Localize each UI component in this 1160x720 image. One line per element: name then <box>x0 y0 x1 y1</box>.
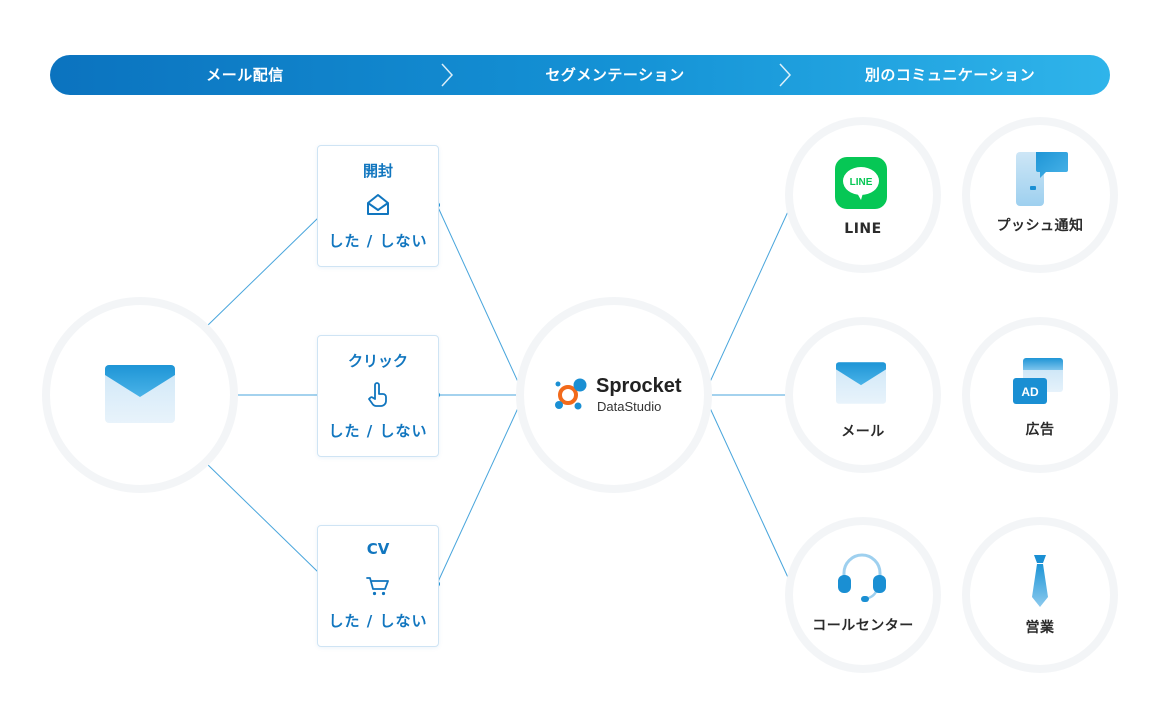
chevron-right-icon <box>779 63 792 87</box>
sprocket-logo-icon <box>555 378 587 410</box>
flow-banner: メール配信 セグメンテーション 別のコミュニケーション <box>50 55 1110 95</box>
ad-icon-text: AD <box>1021 385 1039 399</box>
line-icon-text: LINE <box>850 177 873 188</box>
push-notification-icon <box>1016 152 1068 206</box>
email-source-circle <box>50 305 230 485</box>
channel-line: LINE LINE <box>793 125 933 265</box>
ad-icon: AD <box>1013 358 1063 404</box>
hub-logo-subname: DataStudio <box>597 399 662 414</box>
channel-label: コールセンター <box>812 618 914 634</box>
mail-icon <box>836 362 886 404</box>
event-box-cv: CV した / しない <box>317 525 439 647</box>
channel-push: プッシュ通知 <box>970 125 1110 265</box>
channel-label: 営業 <box>1025 620 1055 636</box>
channel-call-center: コールセンター <box>793 525 933 665</box>
stage-other-communication: 別のコミュニケーション <box>864 66 1036 84</box>
necktie-icon <box>1032 555 1048 607</box>
channel-label: 広告 <box>1025 422 1055 438</box>
chevron-right-icon <box>441 63 454 87</box>
event-box-click: クリック した / しない <box>317 335 439 457</box>
event-title: クリック <box>347 352 408 370</box>
headset-icon <box>838 553 886 602</box>
hub-circle <box>524 305 704 485</box>
channel-label: LINE <box>844 221 882 237</box>
event-title: 開封 <box>362 162 393 180</box>
pointer-hand-icon <box>368 382 387 407</box>
event-status: した / しない <box>328 612 428 630</box>
event-status: した / しない <box>328 422 428 440</box>
event-status: した / しない <box>328 232 428 250</box>
channel-label: メール <box>841 424 885 440</box>
cart-icon <box>366 577 389 596</box>
channel-sales: 営業 <box>970 525 1110 665</box>
stage-segmentation: セグメンテーション <box>545 66 685 84</box>
event-title: CV <box>366 540 390 558</box>
channel-mail: メール <box>793 325 933 465</box>
stage-mail-delivery: メール配信 <box>206 66 284 84</box>
hub-logo-name: Sprocket <box>596 375 682 397</box>
channel-label: プッシュ通知 <box>996 218 1084 234</box>
open-envelope-icon <box>367 194 389 215</box>
channel-ad: AD 広告 <box>970 325 1110 465</box>
envelope-icon <box>105 365 175 423</box>
event-box-open: 開封 した / しない <box>317 145 439 267</box>
line-icon: LINE <box>835 157 887 209</box>
